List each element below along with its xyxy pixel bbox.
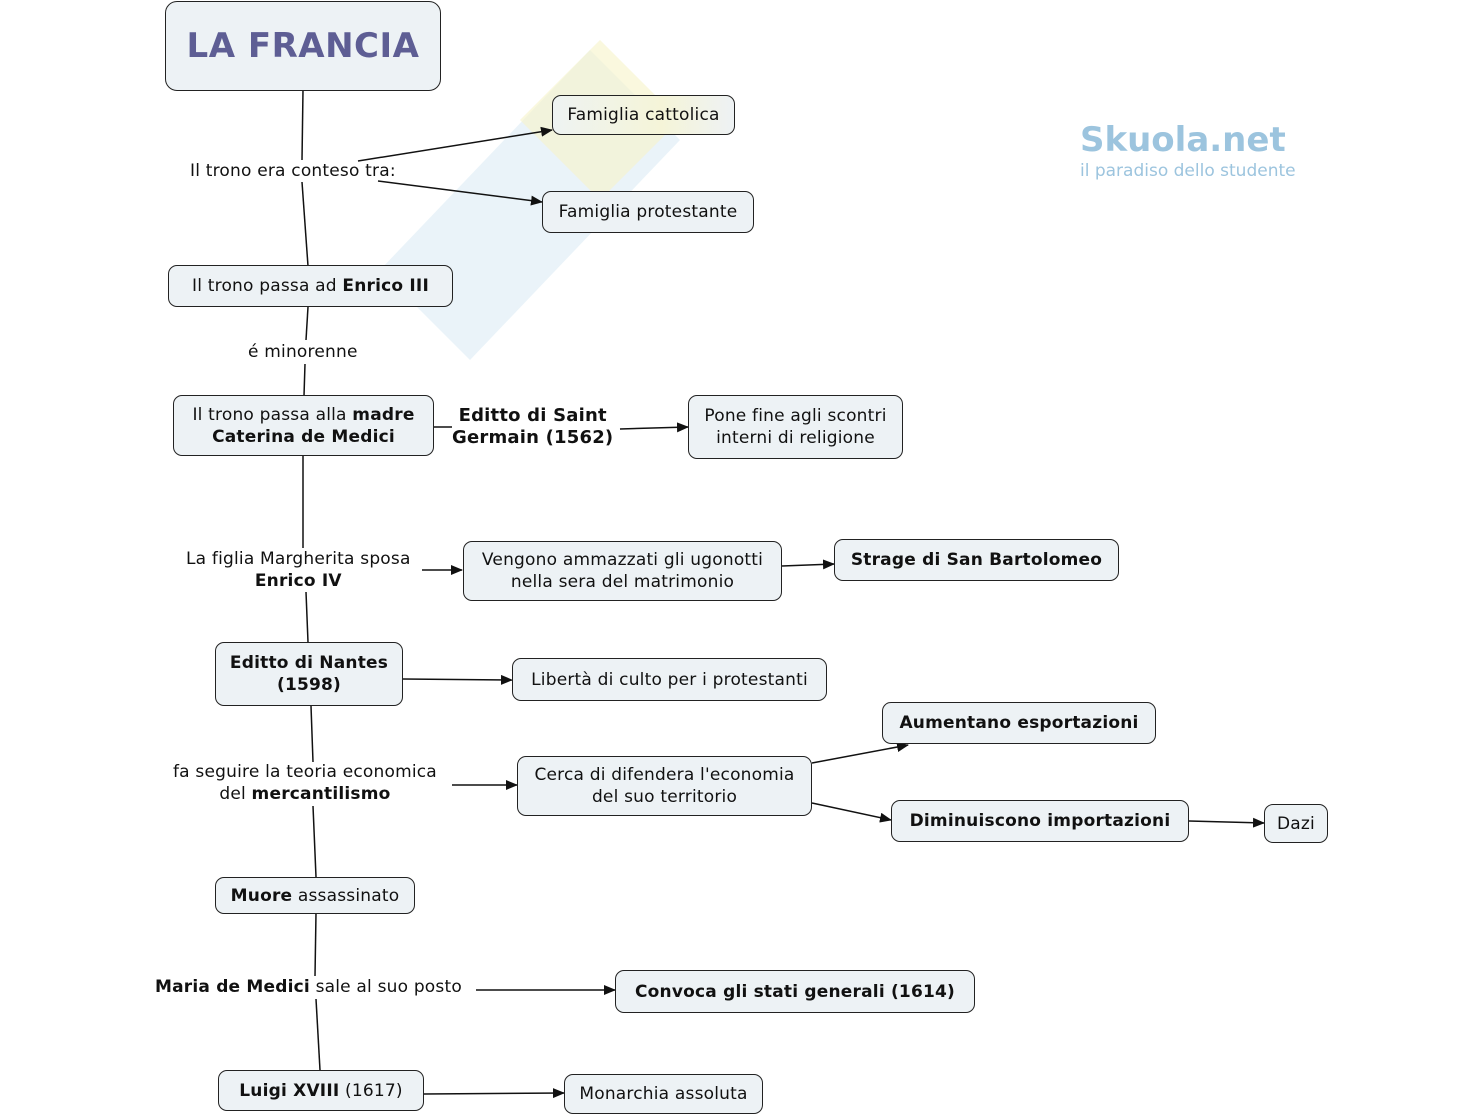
arrow-to-aumentano [811,742,909,764]
strage-text: Strage di San Bartolomeo [850,550,1103,570]
ugonotti-line2: nella sera del matrimonio [510,572,735,592]
watermark-text: Skuola.net il paradiso dello studente [1080,120,1296,182]
node-strage[interactable]: Strage di San Bartolomeo [834,539,1119,581]
node-famiglia-cattolica[interactable]: Famiglia cattolica [552,95,735,135]
luigi-rest: (1617) [339,1080,403,1101]
muore-rest: assassinato [292,885,400,906]
monarchia-text: Monarchia assoluta [579,1084,748,1104]
link-label-minorenne: é minorenne [248,342,358,362]
caterina-line1-bold: madre [352,404,415,425]
node-cerca[interactable]: Cerca di difendera l'economia del suo te… [517,756,812,816]
mercantilismo-line2-pre: del [219,784,252,804]
nantes-line2: (1598) [276,675,342,695]
ugonotti-line1: Vengono ammazzati gli ugonotti [481,550,764,570]
edge-enrico3-minorenne [305,306,309,341]
node-famiglia-protestante[interactable]: Famiglia protestante [542,191,754,233]
edge-conteso-enrico3 [301,181,309,267]
title-node[interactable]: LA FRANCIA [165,1,441,91]
edge-nantes-mercantilismo [310,705,314,763]
node-dazi[interactable]: Dazi [1264,804,1328,843]
liberta-text: Libertà di culto per i protestanti [531,669,808,690]
dazi-text: Dazi [1277,813,1315,834]
link-label-mercantilismo: fa seguire la teoria economica del merca… [173,761,437,805]
maria-rest: sale al suo posto [309,977,462,997]
link-label-conteso: Il trono era conteso tra: [190,161,396,181]
margherita-line2: Enrico IV [254,571,342,591]
watermark-tagline: il paradiso dello studente [1080,161,1296,181]
convoca-text: Convoca gli stati generali (1614) [634,981,956,1002]
caterina-line1-pre: Il trono passa alla [192,404,353,425]
margherita-line1: La figlia Margherita sposa [186,549,411,569]
pone-fine-line1: Pone fine agli scontri [704,406,887,426]
node-luigi[interactable]: Luigi XVIII (1617) [218,1070,424,1111]
node-pone-fine[interactable]: Pone fine agli scontri interni di religi… [688,395,903,459]
watermark-brand: Skuola.net [1080,120,1286,160]
link-label-saint-germain: Editto di Saint Germain (1562) [452,405,613,449]
mercantilismo-line2-bold: mercantilismo [251,784,391,804]
muore-bold: Muore [230,885,293,906]
mercantilismo-line1: fa seguire la teoria economica [173,762,437,782]
arrow-to-diminuiscono [811,802,892,823]
arrow-to-cattolica [357,126,553,162]
caterina-line2: Caterina de Medici [212,426,395,447]
maria-bold: Maria de Medici [155,977,310,997]
node-ugonotti[interactable]: Vengono ammazzati gli ugonotti nella ser… [463,541,782,601]
luigi-bold: Luigi XVIII [239,1080,340,1101]
famiglia-protestante-text: Famiglia protestante [558,202,738,222]
famiglia-cattolica-text: Famiglia cattolica [567,105,720,125]
edge-title-conteso [301,89,304,161]
arrow-to-protestante [377,180,543,206]
diminuiscono-text: Diminuiscono importazioni [909,811,1171,831]
link-label-maria: Maria de Medici sale al suo posto [155,976,462,998]
nantes-line1: Editto di Nantes [229,653,389,673]
edge-muore-maria [314,912,317,977]
enrico3-pre: Il trono passa ad [192,276,343,296]
saint-germain-line1: Editto di Saint [458,405,607,426]
node-caterina[interactable]: Il trono passa alla madre Caterina de Me… [173,395,434,456]
arrow-to-strage [781,559,835,570]
node-diminuiscono[interactable]: Diminuiscono importazioni [891,800,1189,842]
arrow-to-liberta [402,674,513,685]
arrow-to-dazi [1188,817,1265,828]
saint-germain-line2: Germain (1562) [452,427,614,448]
node-monarchia[interactable]: Monarchia assoluta [564,1074,763,1114]
cerca-line2: del suo territorio [591,787,738,807]
edge-maria-luigi [315,998,321,1071]
cerca-line1: Cerca di difendera l'economia [534,765,795,785]
node-convoca[interactable]: Convoca gli stati generali (1614) [615,970,975,1013]
node-enrico-iii[interactable]: Il trono passa ad Enrico III [168,265,453,307]
enrico3-bold: Enrico III [342,276,429,296]
node-editto-nantes[interactable]: Editto di Nantes (1598) [215,642,403,706]
title-text: LA FRANCIA [186,26,420,66]
edge-mercantilismo-muore [312,805,317,878]
node-liberta[interactable]: Libertà di culto per i protestanti [512,658,827,701]
node-muore[interactable]: Muore assassinato [215,877,415,914]
edge-margherita-nantes [305,591,309,643]
pone-fine-line2: interni di religione [716,428,875,448]
aumentano-text: Aumentano esportazioni [899,713,1139,733]
arrow-to-monarchia [423,1088,565,1099]
arrow-to-pone-fine [619,422,689,433]
edge-minorenne-caterina [303,363,306,397]
node-aumentano[interactable]: Aumentano esportazioni [882,702,1156,744]
link-label-margherita: La figlia Margherita sposa Enrico IV [186,548,411,592]
